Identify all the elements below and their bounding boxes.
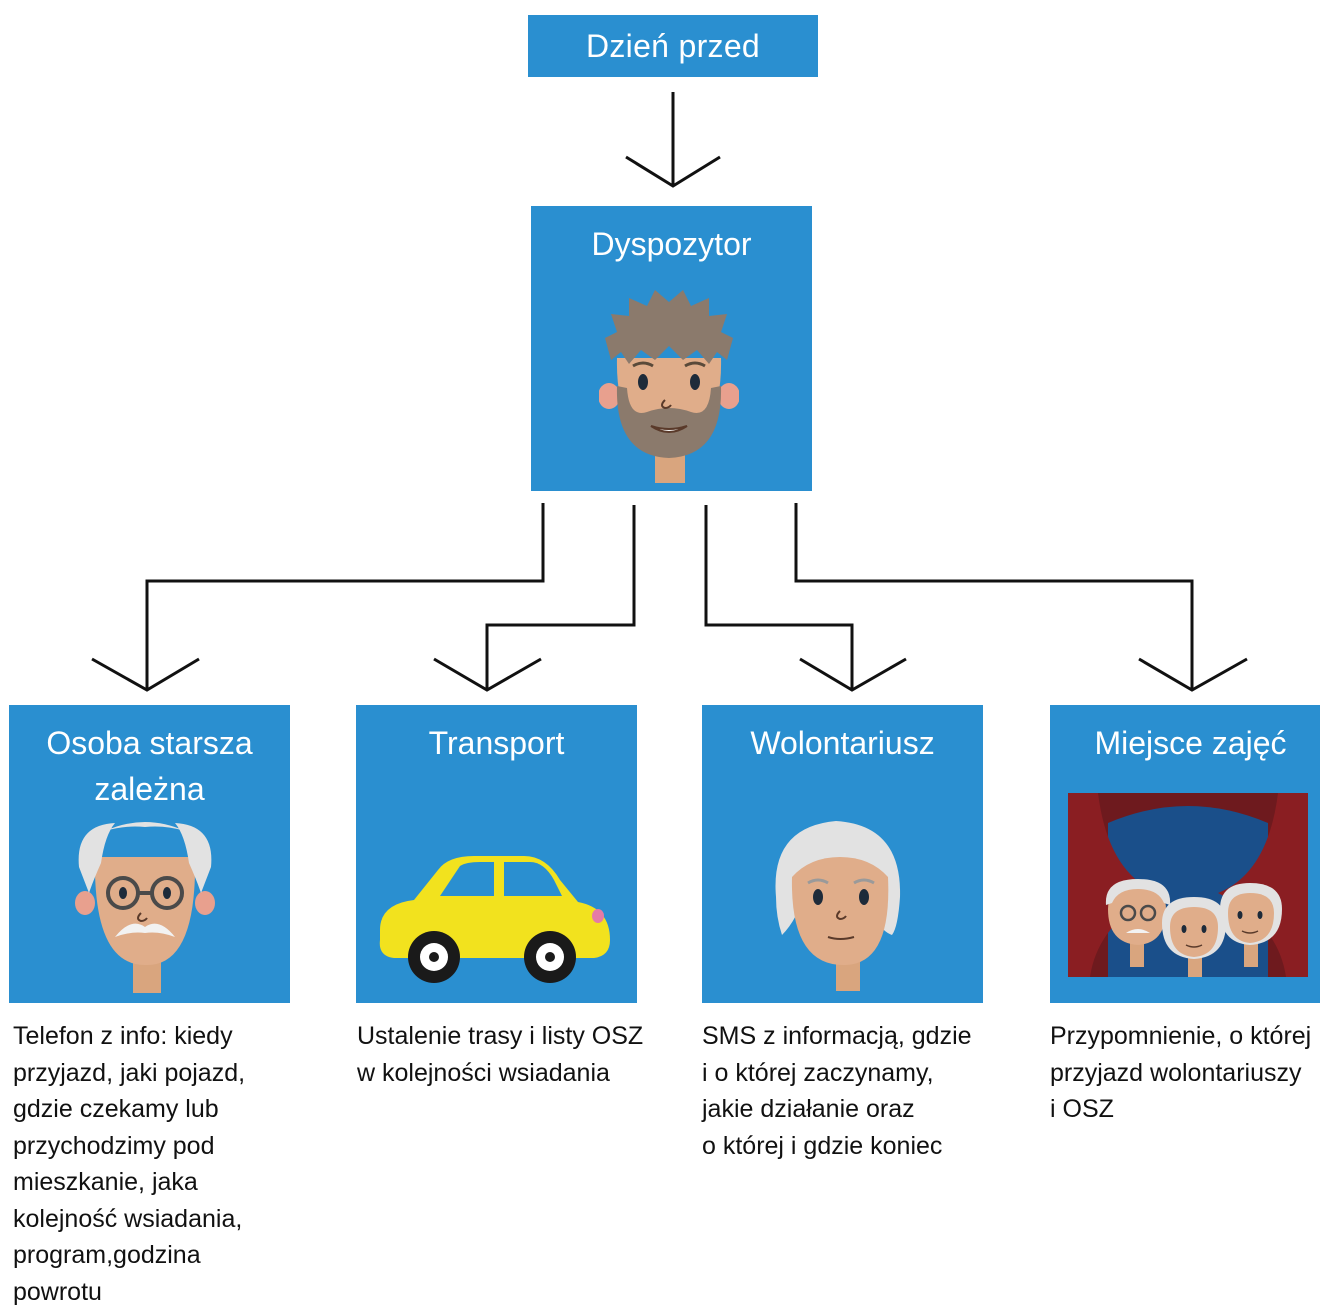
volunteer-description: SMS z informacją, gdzie i o której zaczy…: [702, 1022, 972, 1160]
elderly-man-glasses-icon: [75, 822, 215, 993]
theater-seniors-icon: [1068, 793, 1308, 977]
dispatcher-label: Dyspozytor: [591, 226, 752, 262]
venue-box: Miejsce zajęć: [1050, 705, 1320, 1003]
arrowhead-osoba: [91, 657, 200, 692]
arrowhead-dispatcher: [625, 155, 721, 188]
bearded-man-face-icon: [599, 290, 739, 483]
day-before-label: Dzień przed: [585, 28, 761, 64]
arrow-to-transport: [485, 505, 636, 690]
transport-description: Ustalenie trasy i listy OSZ w kolejności…: [357, 1022, 644, 1087]
yellow-car-icon: [379, 856, 610, 983]
venue-title: Miejsce zajęć: [1094, 725, 1287, 761]
elderly-person-title: Osoba starsza zależna: [46, 725, 253, 807]
transport-box: Transport: [356, 705, 637, 1003]
dispatcher-box: Dyspozytor: [531, 206, 812, 491]
volunteer-face-icon: [775, 821, 901, 991]
arrow-to-osoba: [145, 503, 545, 690]
volunteer-box: Wolontariusz: [702, 705, 983, 1003]
elderly-person-box: Osoba starsza zależna: [9, 705, 290, 1003]
senior-left: [1105, 879, 1171, 967]
arrowhead-transport: [433, 657, 542, 692]
arrow-to-wolontariusz: [704, 505, 854, 690]
day-before-box: Dzień przed: [528, 15, 818, 77]
arrowhead-miejsce: [1138, 657, 1248, 692]
senior-middle: [1162, 897, 1226, 977]
senior-right: [1220, 883, 1282, 967]
volunteer-title: Wolontariusz: [750, 725, 935, 761]
transport-title: Transport: [428, 725, 565, 761]
arrow-to-miejsce: [794, 503, 1194, 690]
venue-description: Przypomnienie, o której przyjazd wolonta…: [1050, 1022, 1312, 1123]
arrowhead-wolontariusz: [799, 657, 907, 692]
elderly-person-description: Telefon z info: kiedy przyjazd, jaki poj…: [13, 1022, 246, 1306]
